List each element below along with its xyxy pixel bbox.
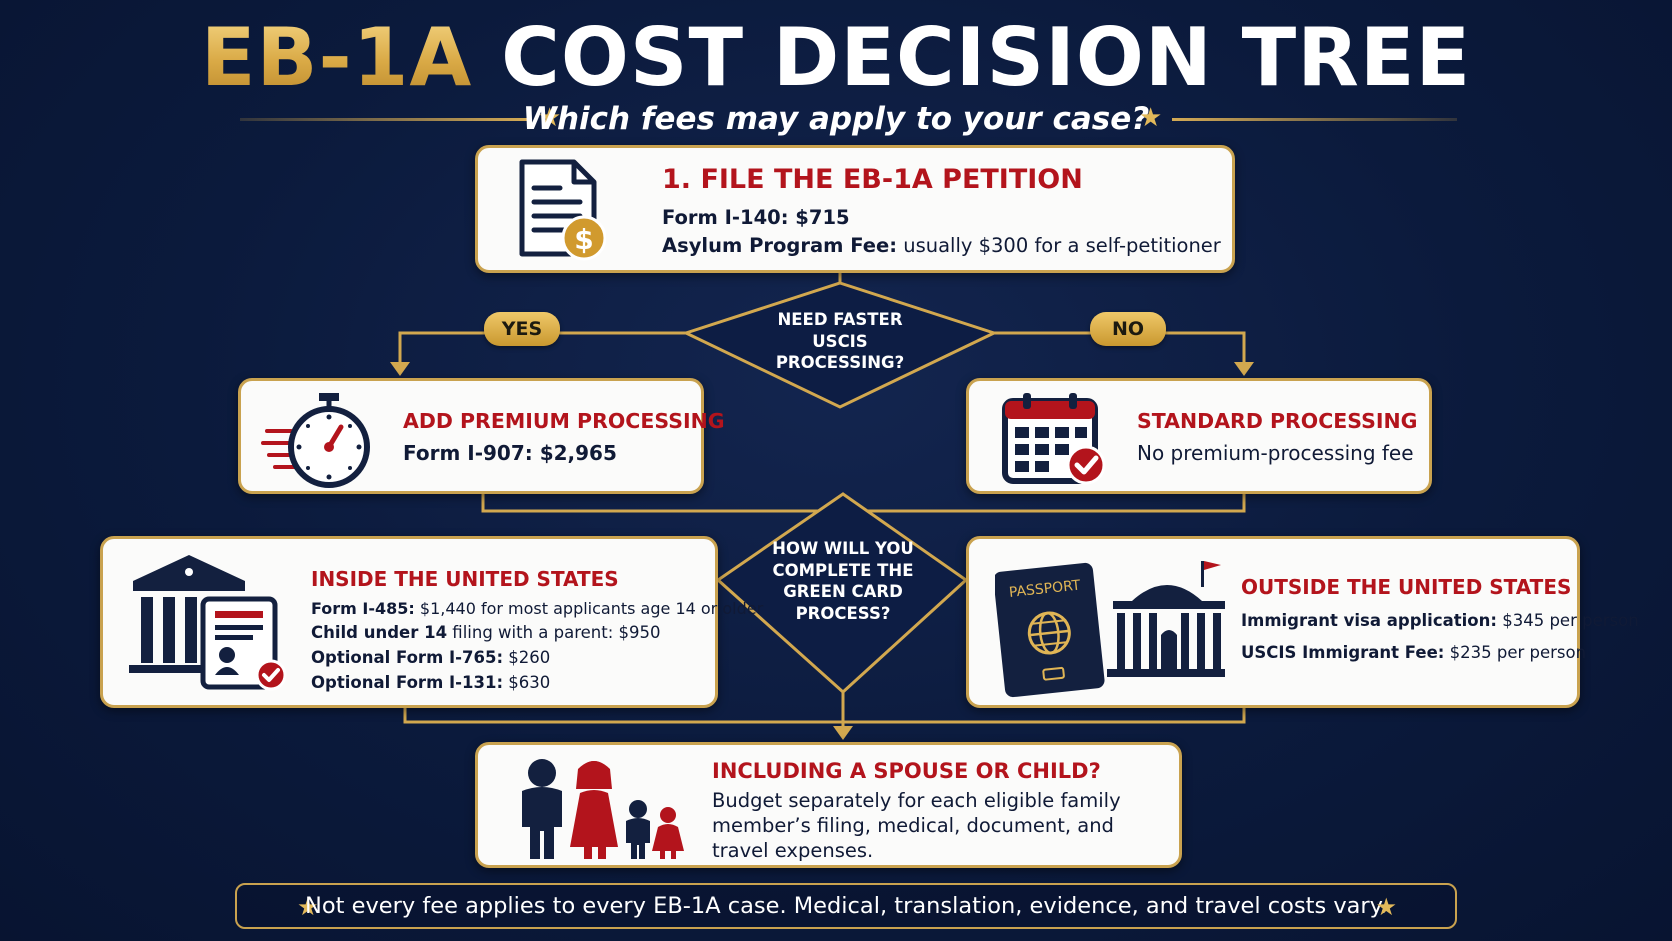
yes-pill: YES <box>484 312 560 346</box>
footer-text: Not every fee applies to every EB-1A cas… <box>305 893 1387 919</box>
decision-diamond-green-card <box>715 492 969 695</box>
family-heading: INCLUDING A SPOUSE OR CHILD? <box>712 759 1101 783</box>
inside-us-card: INSIDE THE UNITED STATES Form I-485: $1,… <box>100 536 763 708</box>
calendar-check-icon <box>1002 393 1106 485</box>
subtitle-rule-left <box>240 118 527 121</box>
standard-heading: STANDARD PROCESSING <box>1137 409 1418 433</box>
star-icon: ★ <box>538 103 562 133</box>
decision1-question: NEED FASTER USCIS PROCESSING? <box>775 310 905 372</box>
decision2-question: HOW WILL YOU COMPLETE THE GREEN CARD PRO… <box>772 539 914 623</box>
government-building-id-icon <box>129 555 287 691</box>
no-pill: NO <box>1090 312 1166 346</box>
family-line-2: member’s filing, medical, document, and <box>712 814 1114 837</box>
document-dollar-icon: $ <box>519 159 606 261</box>
stopwatch-icon <box>261 393 370 488</box>
premium-processing-card: ADD PREMIUM PROCESSING Form I-907: $2,96… <box>238 378 725 494</box>
family-icon <box>522 759 684 859</box>
step1-line-i140: Form I-140: $715 <box>662 206 850 229</box>
standard-line: No premium-processing fee <box>1137 441 1414 465</box>
step1-line-asylum: Asylum Program Fee: usually $300 for a s… <box>662 234 1221 257</box>
step1-heading: 1. FILE THE EB-1A PETITION <box>662 164 1083 195</box>
star-icon: ★ <box>1139 103 1163 133</box>
svg-text:$: $ <box>574 223 593 256</box>
passport-embassy-icon: PASSPORT <box>995 561 1225 698</box>
page-title: EB-1A COST DECISION TREE <box>0 10 1672 106</box>
outside-line-uscis: USCIS Immigrant Fee: $235 per person <box>1241 643 1587 662</box>
family-card: INCLUDING A SPOUSE OR CHILD? Budget sepa… <box>475 742 1182 868</box>
file-petition-card: $ 1. FILE THE EB-1A PETITION Form I-140:… <box>475 145 1235 273</box>
inside-heading: INSIDE THE UNITED STATES <box>311 567 619 591</box>
outside-line-visa: Immigrant visa application: $345 per per… <box>1241 611 1639 630</box>
inside-line-i131: Optional Form I-131: $630 <box>311 673 551 692</box>
inside-line-child: Child under 14 filing with a parent: $95… <box>311 623 661 642</box>
title-highlight: EB-1A <box>200 11 473 104</box>
footer-disclaimer: ★ Not every fee applies to every EB-1A c… <box>235 883 1457 929</box>
svg-text:PASSPORT: PASSPORT <box>1008 577 1081 600</box>
title-main: COST DECISION TREE <box>501 11 1472 104</box>
star-icon: ★ <box>1375 893 1397 921</box>
outside-heading: OUTSIDE THE UNITED STATES <box>1241 575 1572 599</box>
premium-line-i907: Form I-907: $2,965 <box>403 441 617 465</box>
inside-line-i485: Form I-485: $1,440 for most applicants a… <box>311 599 764 618</box>
inside-line-i765: Optional Form I-765: $260 <box>311 648 551 667</box>
decision-diamond-processing <box>681 281 999 409</box>
subtitle-rule-right <box>1172 118 1457 121</box>
family-line-3: travel expenses. <box>712 839 874 862</box>
standard-processing-card: STANDARD PROCESSING No premium-processin… <box>966 378 1432 494</box>
premium-heading: ADD PREMIUM PROCESSING <box>403 409 725 433</box>
family-line-1: Budget separately for each eligible fami… <box>712 789 1121 812</box>
outside-us-card: PASSPORT OUTSIDE THE UNITED STATES Immig… <box>966 536 1639 708</box>
star-icon: ★ <box>297 893 319 921</box>
page-subtitle: Which fees may apply to your case? <box>522 101 1150 137</box>
